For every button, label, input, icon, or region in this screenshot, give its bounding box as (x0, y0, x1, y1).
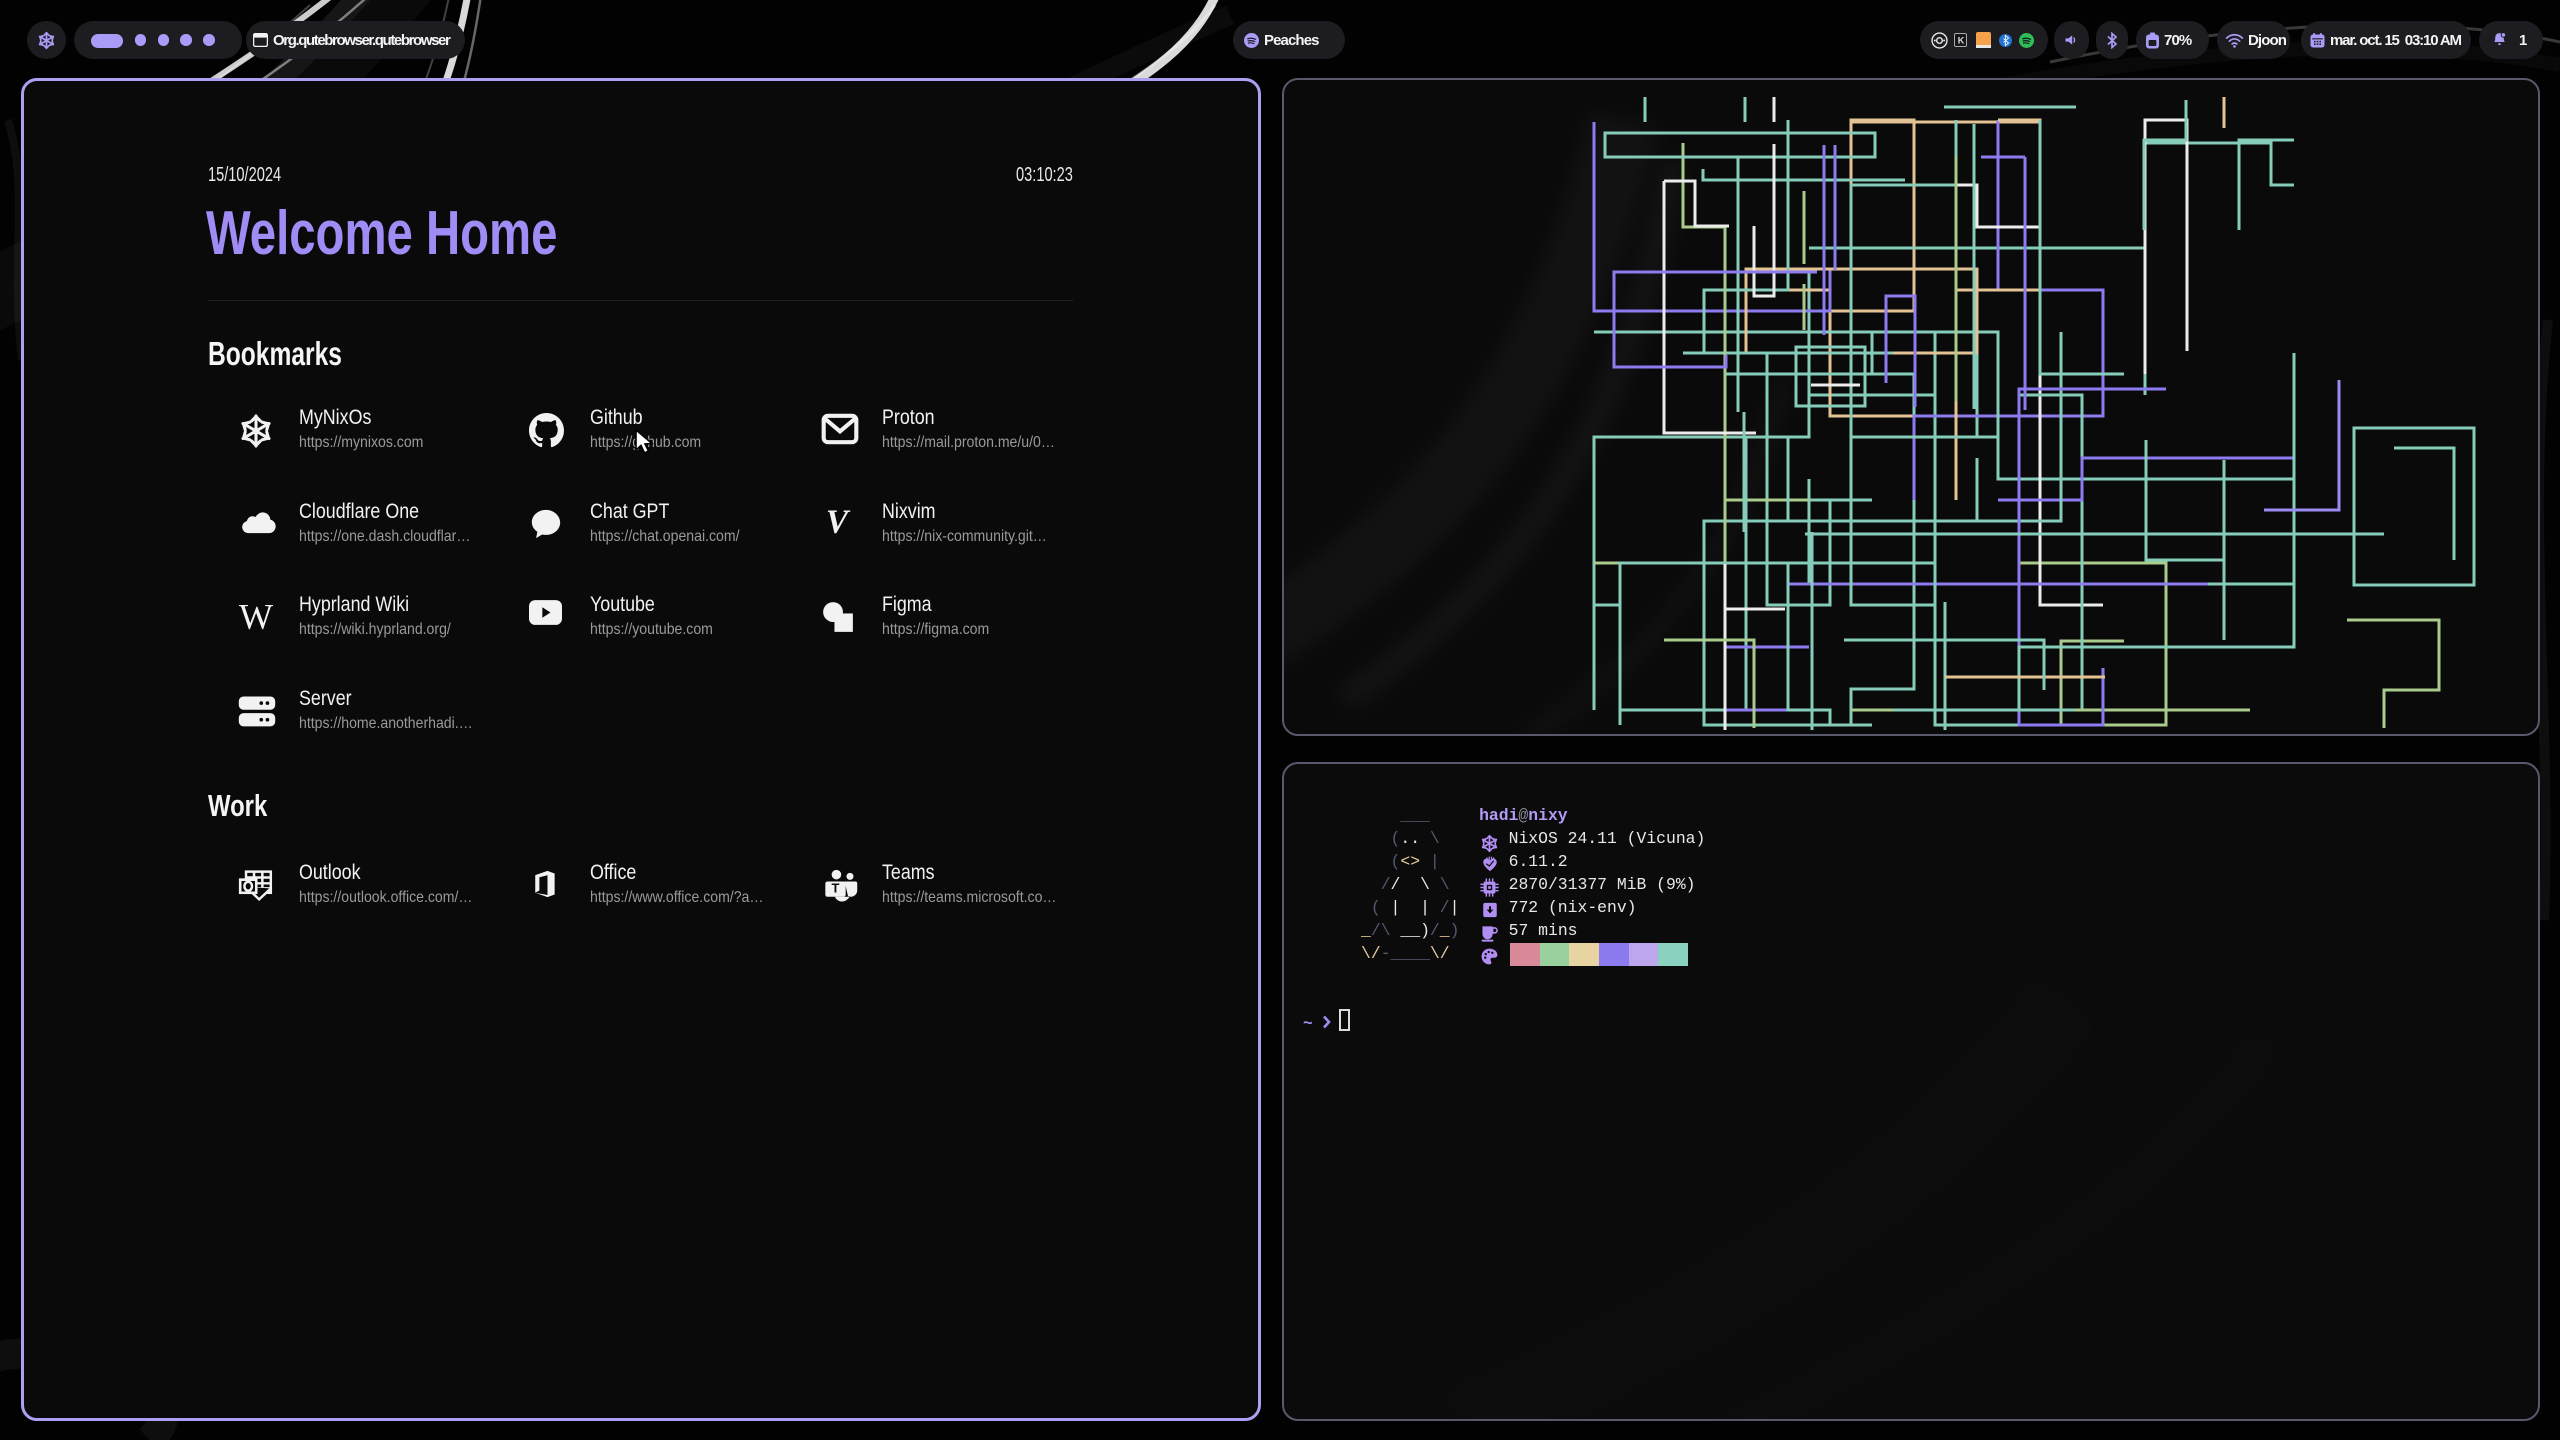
svg-text:W: W (239, 600, 273, 636)
svg-text:T: T (831, 881, 839, 896)
svg-text:K: K (1958, 36, 1965, 46)
svg-text:V: V (825, 507, 850, 539)
